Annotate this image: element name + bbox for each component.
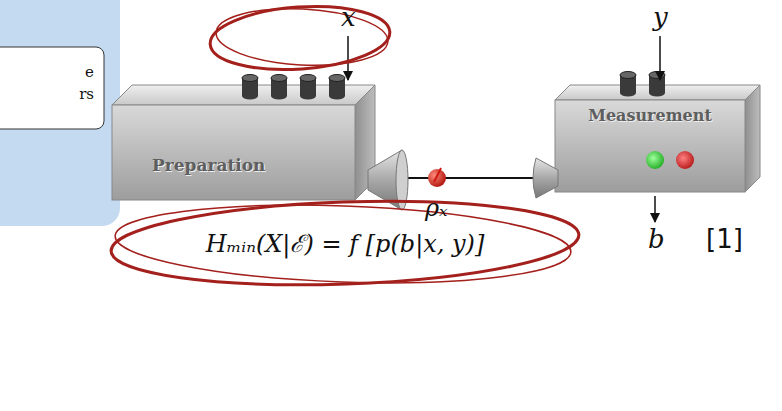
citation-number: [1] — [706, 224, 743, 254]
knob — [300, 75, 316, 100]
knob — [649, 72, 665, 97]
knob — [271, 75, 287, 100]
green-light — [646, 151, 664, 169]
input-label: x — [341, 2, 356, 32]
panel-box: e rs — [0, 47, 104, 129]
output-label: b — [648, 224, 665, 254]
device-front — [112, 105, 355, 200]
spin-arrow — [434, 168, 441, 182]
device-box: Measurement — [555, 100, 745, 192]
knob — [329, 75, 345, 100]
knob — [242, 75, 258, 100]
particle — [428, 169, 446, 187]
input-arrow — [347, 36, 349, 80]
formula: Hₘᵢₙ(X|ℰ) = f [p(b|x, y)] — [206, 226, 485, 259]
panel-box — [0, 47, 104, 129]
red-light — [676, 151, 694, 169]
box-label: Measurement — [559, 106, 741, 125]
input-arrow — [659, 36, 661, 80]
receiver-funnel — [533, 158, 558, 198]
knob — [620, 72, 636, 97]
state-label: ρₓ — [425, 194, 448, 222]
device-side — [745, 85, 760, 192]
box-label: Preparation — [152, 155, 355, 175]
side-panel — [0, 0, 120, 226]
input-label: y — [653, 2, 668, 32]
box-label: e rs — [72, 61, 94, 105]
device-box: Preparation — [112, 105, 355, 200]
device-front — [555, 100, 745, 192]
highlight-scribble — [110, 1, 581, 292]
output-arrow — [654, 196, 656, 222]
